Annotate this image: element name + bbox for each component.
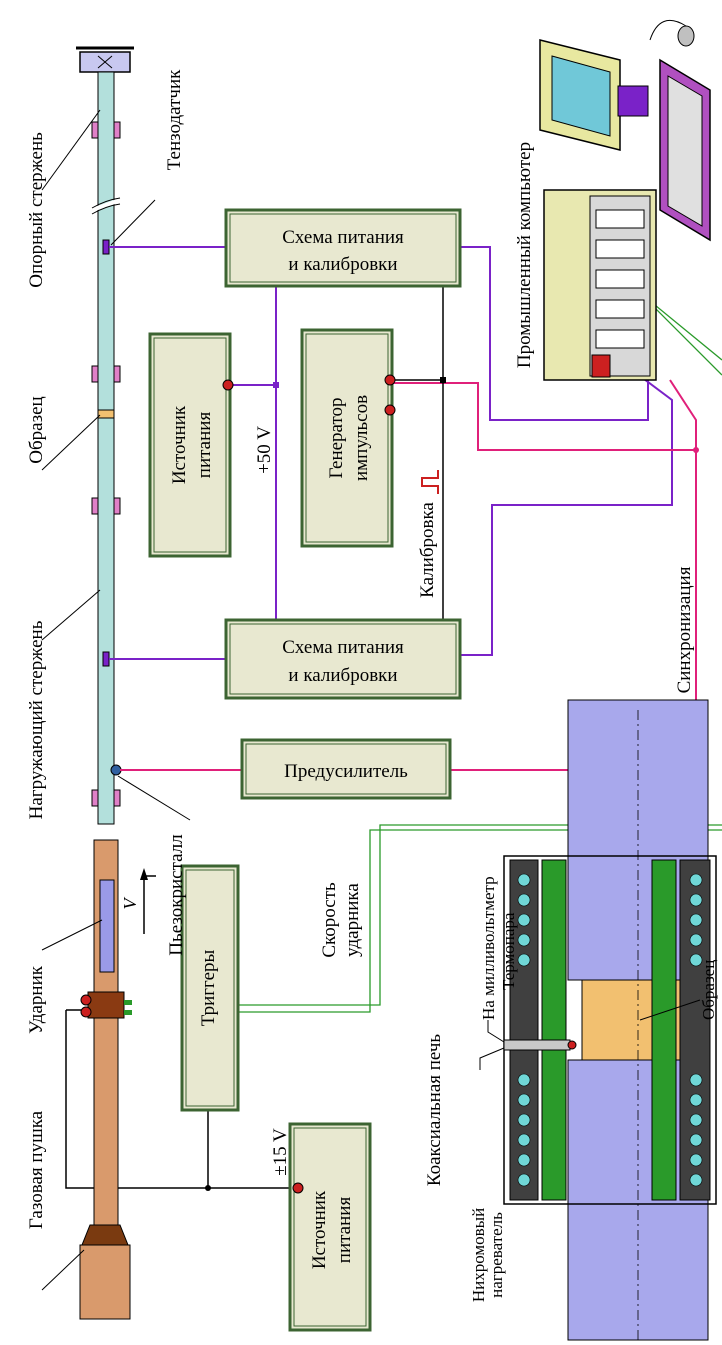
- label-nichrome-line1: Нихромовый: [469, 1208, 488, 1302]
- wire-top-box-to-pc: [460, 246, 649, 421]
- box-triggers-label: Триггеры: [198, 949, 219, 1026]
- gun-cone: [81, 1224, 129, 1246]
- box-power-source-bottom: Источник питания: [288, 1122, 372, 1332]
- label-support-bar: Опорный стержень: [26, 132, 47, 288]
- gun-breech: [79, 1244, 131, 1320]
- bar-assembly: [76, 46, 134, 825]
- wire-gun-power: [65, 1010, 290, 1189]
- strain-gauge-bottom: [102, 651, 110, 667]
- wire-trigger-1: [238, 824, 722, 1006]
- label-striker: Ударник: [26, 965, 47, 1034]
- box-power-source-top-line1: Источник: [169, 405, 190, 484]
- leader-lines: [41, 109, 191, 1291]
- oven-heater-coils: [517, 873, 703, 1187]
- label-sample: Образец: [26, 396, 47, 463]
- box-power-source-top-line2: питания: [194, 412, 215, 479]
- label-calibration: Калибровка: [417, 502, 438, 598]
- label-strain-gauge: Тензодатчик: [164, 69, 185, 170]
- thermocouple-probe: [503, 1039, 571, 1051]
- wires: [65, 246, 722, 1189]
- label-oven-sample: Образец: [699, 960, 718, 1020]
- label-gas-gun: Газовая пушка: [26, 1110, 47, 1229]
- muzzle-sensor-1: [80, 994, 92, 1006]
- striker-body: [99, 879, 115, 973]
- label-sync: Синхронизация: [674, 566, 695, 693]
- bar-sample: [97, 409, 115, 419]
- calibration-pulse-symbol: [421, 470, 439, 494]
- wire-calibration: [390, 282, 444, 381]
- label-coax-oven: Коаксиальная печь: [424, 1034, 445, 1187]
- label-piezo: Пьезокристалл: [166, 834, 187, 956]
- box-power-calib-bottom-line2: и калибровки: [288, 665, 397, 686]
- strain-gauge-top: [102, 239, 110, 255]
- bar-clamps: [91, 121, 121, 807]
- box-pulse-generator: Генератор импульсов: [300, 328, 396, 548]
- wire-gen-sync: [390, 379, 697, 451]
- label-plus-15v: ±15 V: [270, 1128, 291, 1176]
- box-power-calib-top-line1: Схема питания: [282, 227, 404, 248]
- box-power-calib-top: Схема питания и калибровки: [224, 208, 462, 288]
- loading-bar: [97, 417, 115, 825]
- box-power-calib-bottom-line1: Схема питания: [282, 637, 404, 658]
- wire-trigger-2: [238, 829, 722, 1013]
- wire-bottom-box-to-pc: [460, 369, 673, 656]
- label-striker-speed-line1: Скорость: [319, 882, 340, 958]
- box-power-calib-bottom: Схема питания и калибровки: [224, 618, 462, 700]
- striker: V: [99, 868, 156, 973]
- box-power-source-top: Источник питания: [148, 332, 234, 558]
- power-source-top-terminal: [222, 379, 234, 391]
- support-bar-break: [91, 198, 121, 212]
- velocity-symbol: V: [120, 897, 140, 910]
- gun-muzzle: [87, 991, 125, 1019]
- pulse-gen-terminal-2: [384, 404, 396, 416]
- piezo-crystal: [110, 764, 122, 776]
- computer-mouse: [677, 25, 695, 47]
- label-loading-bar: Нагружающий стержень: [26, 620, 47, 819]
- box-preamp-label: Предусилитель: [284, 761, 408, 782]
- label-nichrome-line2: нагреватель: [487, 1212, 506, 1298]
- pulse-gen-terminal-1: [384, 374, 396, 386]
- label-striker-speed-line2: ударника: [342, 883, 363, 957]
- muzzle-sensor-2: [80, 1006, 92, 1018]
- label-plus-50v: +50 V: [254, 426, 275, 474]
- junction-dots: [205, 377, 699, 1191]
- box-power-source-bottom-line1: Источник: [309, 1190, 330, 1269]
- box-preamp: Предусилитель: [240, 738, 452, 800]
- box-power-calib-top-line2: и калибровки: [288, 254, 397, 275]
- label-thermocouple: Термопара: [499, 912, 518, 990]
- box-triggers: Триггеры: [180, 864, 240, 1112]
- box-pulse-gen-line1: Генератор: [326, 397, 347, 478]
- power-source-bottom-terminal: [292, 1182, 304, 1194]
- label-computer: Промышленный компьютер: [514, 142, 535, 368]
- label-to-millivoltmeter: На милливольтметр: [479, 876, 498, 1020]
- box-pulse-gen-line2: импульсов: [351, 395, 372, 481]
- industrial-computer: [539, 19, 711, 381]
- box-power-source-bottom-line2: питания: [334, 1197, 355, 1264]
- coaxial-oven: [479, 699, 717, 1341]
